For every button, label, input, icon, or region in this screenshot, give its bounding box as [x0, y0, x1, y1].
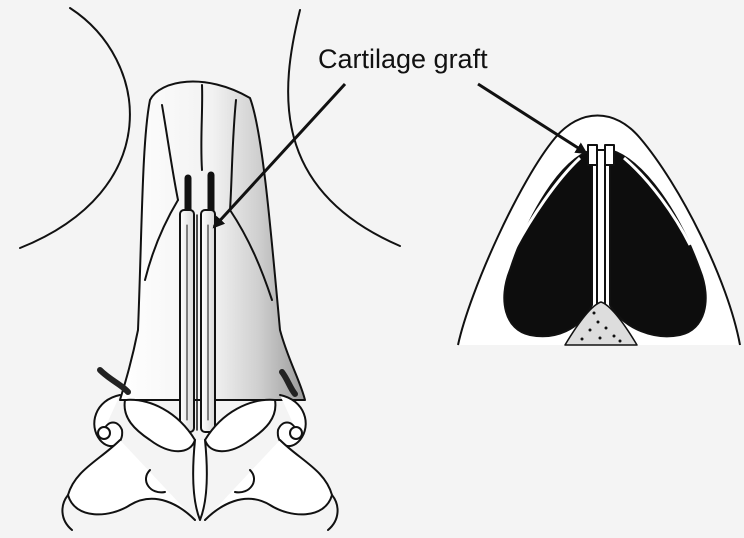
ala-ring-left — [98, 427, 110, 439]
columella — [193, 440, 207, 520]
alar-shadow-left — [100, 370, 128, 392]
septum — [597, 150, 605, 310]
cross-section-view — [458, 116, 740, 346]
ala-ring-right — [290, 427, 302, 439]
graft-block-right — [605, 145, 614, 165]
midline-suture — [201, 85, 202, 170]
cartilage-graft-label: Cartilage graft — [318, 44, 488, 75]
left-orbit-curve — [20, 8, 130, 248]
arrow-to-section-graft — [478, 84, 586, 153]
graft-block-left — [588, 145, 597, 165]
spreader-grafts — [180, 210, 215, 432]
